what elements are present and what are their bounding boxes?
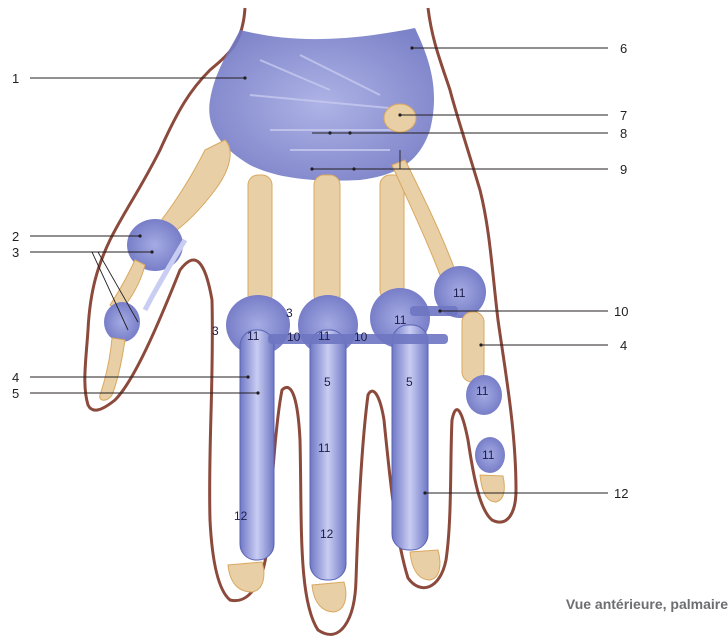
inline-11-little-dip: 11 [482, 448, 495, 462]
inline-11-middle: 11 [318, 329, 331, 343]
callout-4-right: 4 [620, 338, 627, 353]
little-proximal-phalanx [462, 312, 484, 382]
pisiform-bone [384, 104, 416, 132]
callout-1: 1 [12, 71, 19, 86]
ring-metacarpal [380, 175, 404, 300]
callout-9: 9 [620, 162, 627, 177]
inline-11-ring: 11 [394, 313, 407, 327]
middle-metacarpal [314, 175, 340, 305]
inline-10-right: 10 [354, 330, 368, 344]
callout-5: 5 [12, 386, 19, 401]
inline-12-index: 12 [234, 509, 248, 523]
callout-12: 12 [614, 486, 628, 501]
inline-10-left: 10 [287, 330, 301, 344]
index-fingertip [228, 562, 264, 592]
thumb-ip-ligament [104, 302, 140, 342]
index-tendon-sheath [240, 330, 274, 560]
callout-3: 3 [12, 245, 19, 260]
inline-3-index-top: 3 [286, 306, 293, 320]
inline-12-middle: 12 [320, 527, 334, 541]
middle-fingertip [312, 582, 346, 612]
inline-11-little-pip: 11 [476, 384, 489, 398]
ring-tendon-sheath [392, 325, 428, 550]
middle-tendon-sheath [310, 330, 346, 580]
callout-8: 8 [620, 126, 627, 141]
view-caption: Vue antérieure, palmaire [566, 596, 728, 612]
inline-11-middle-pip: 11 [318, 441, 331, 455]
ring-fingertip [410, 550, 440, 580]
inline-5-ring: 5 [406, 375, 413, 389]
inline-3-index: 3 [212, 324, 219, 338]
inline-5-middle: 5 [324, 375, 331, 389]
inline-11-little-mcp: 11 [453, 286, 466, 300]
callout-7: 7 [620, 108, 627, 123]
callout-2: 2 [12, 229, 19, 244]
inline-11-index: 11 [247, 329, 260, 343]
callout-4: 4 [12, 370, 19, 385]
thumb-metacarpal [155, 140, 230, 235]
callout-10: 10 [614, 304, 628, 319]
little-fingertip [480, 475, 504, 502]
callout-6: 6 [620, 41, 627, 56]
index-metacarpal [248, 175, 272, 305]
